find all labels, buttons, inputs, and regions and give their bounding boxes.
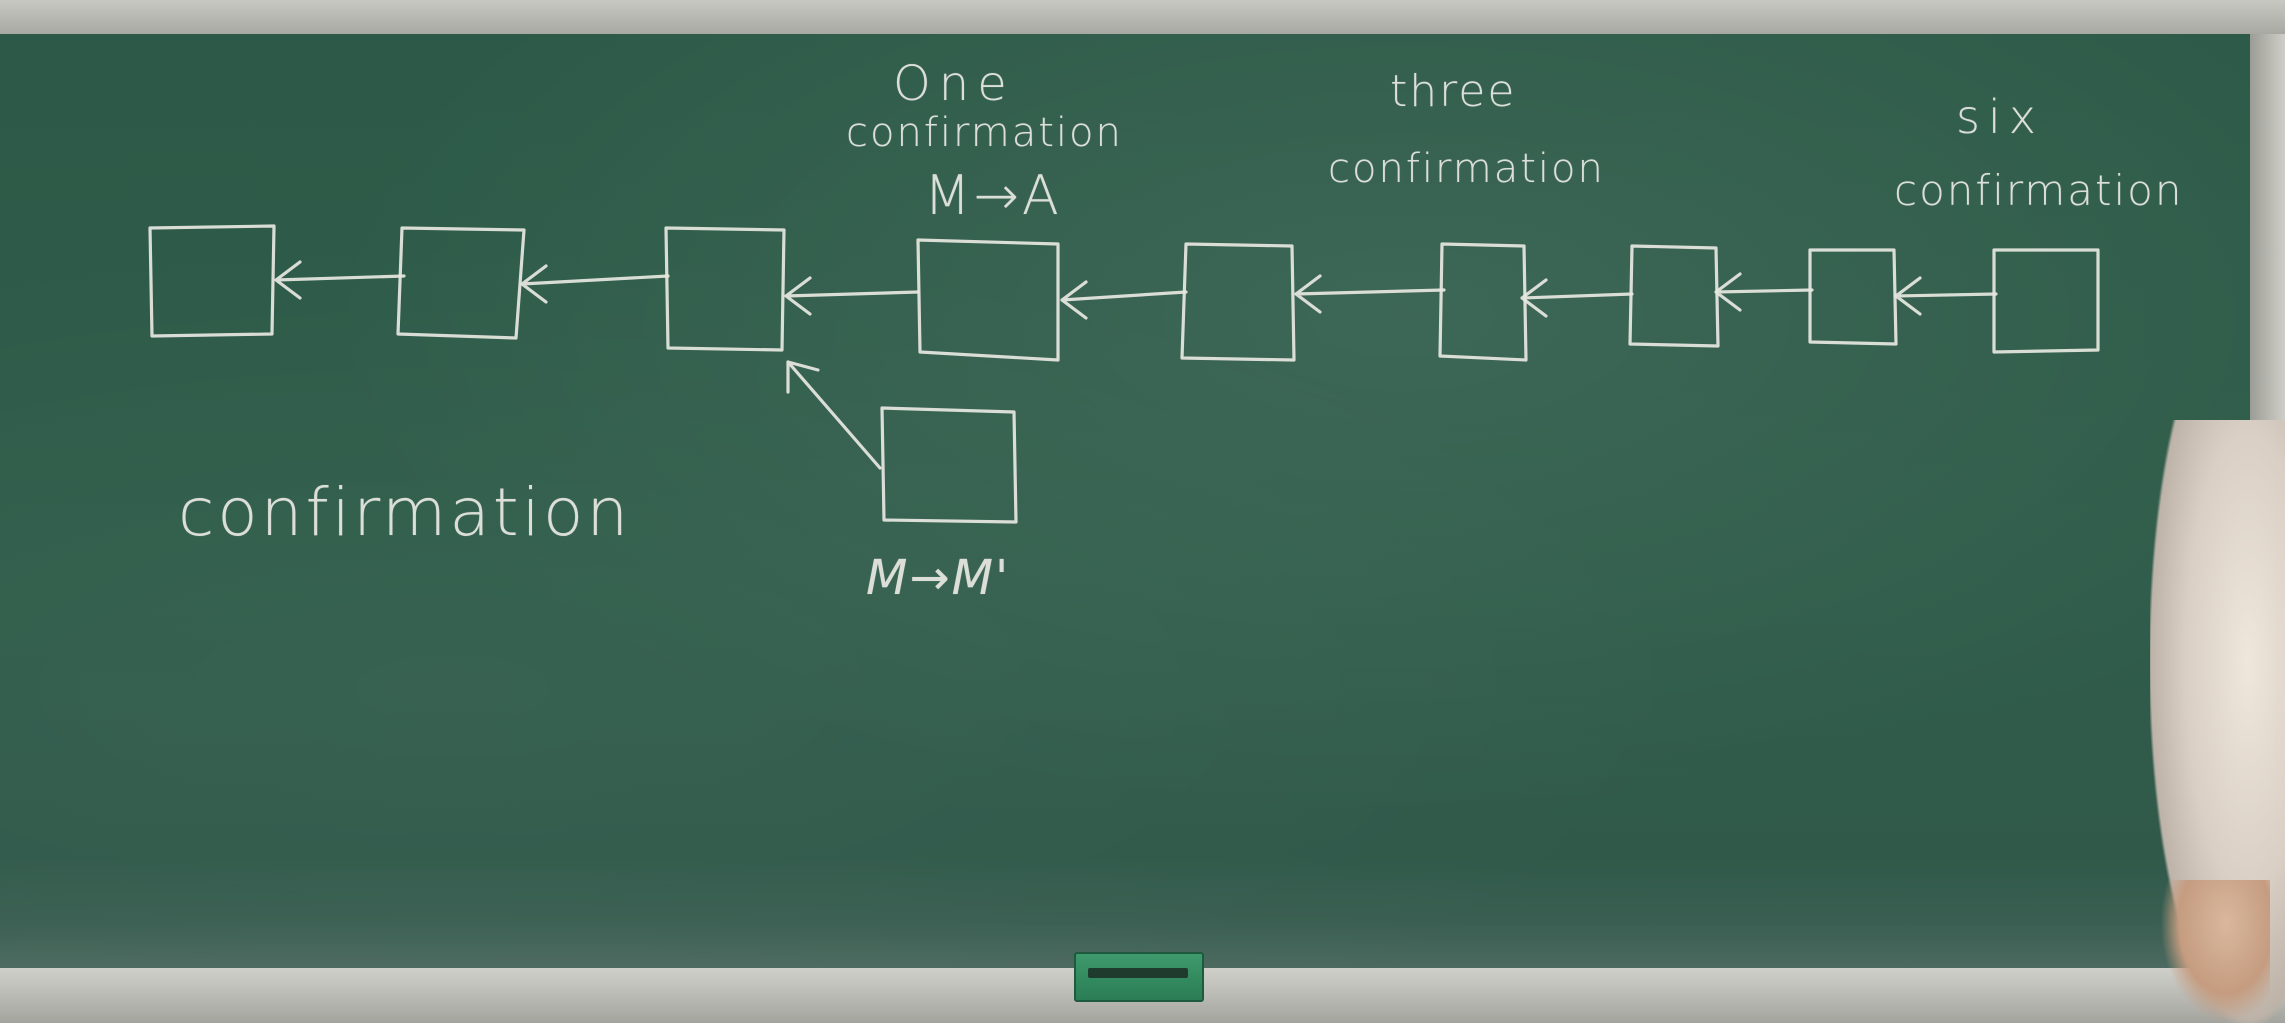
eraser-felt — [1088, 968, 1188, 978]
block-6 — [1438, 242, 1528, 362]
label-m-to-a: M→A — [924, 164, 1062, 227]
fork-branch — [786, 360, 1018, 524]
arrow-3-to-2 — [520, 264, 670, 304]
label-one: One — [893, 56, 1015, 112]
block-1 — [148, 224, 276, 338]
main-chain — [148, 224, 2100, 362]
blackboard-top-frame — [0, 0, 2285, 34]
block-2 — [396, 226, 526, 340]
arrow-8-to-7 — [1714, 272, 1814, 312]
block-4 — [916, 238, 1060, 362]
arrow-6-to-5 — [1294, 274, 1446, 314]
label-three-confirmation: confirmation — [1328, 146, 1605, 192]
label-three: three — [1390, 66, 1517, 117]
arrow-7-to-6 — [1520, 278, 1634, 318]
block-5 — [1180, 242, 1296, 362]
arrow-9-to-8 — [1894, 276, 1998, 316]
label-one-confirmation: confirmation — [846, 110, 1123, 156]
label-confirmation-heading: confirmation — [178, 474, 632, 551]
block-9 — [1992, 248, 2100, 354]
chain-arrows — [274, 260, 1998, 320]
label-six: six — [1956, 90, 2044, 144]
eraser — [1074, 952, 1204, 1002]
block-3 — [664, 226, 786, 352]
chalkboard — [0, 34, 2262, 970]
arrow-4-to-3 — [784, 276, 920, 316]
fork-block — [880, 406, 1018, 524]
fork-arrow — [786, 360, 882, 470]
lecturer-arm — [2160, 880, 2270, 1023]
label-six-confirmation: confirmation — [1894, 166, 2184, 215]
block-7 — [1628, 244, 1720, 348]
arrow-2-to-1 — [274, 260, 406, 300]
label-m-to-m-prime: M→M' — [866, 550, 1011, 606]
block-8 — [1808, 248, 1898, 346]
arrow-5-to-4 — [1060, 280, 1188, 320]
